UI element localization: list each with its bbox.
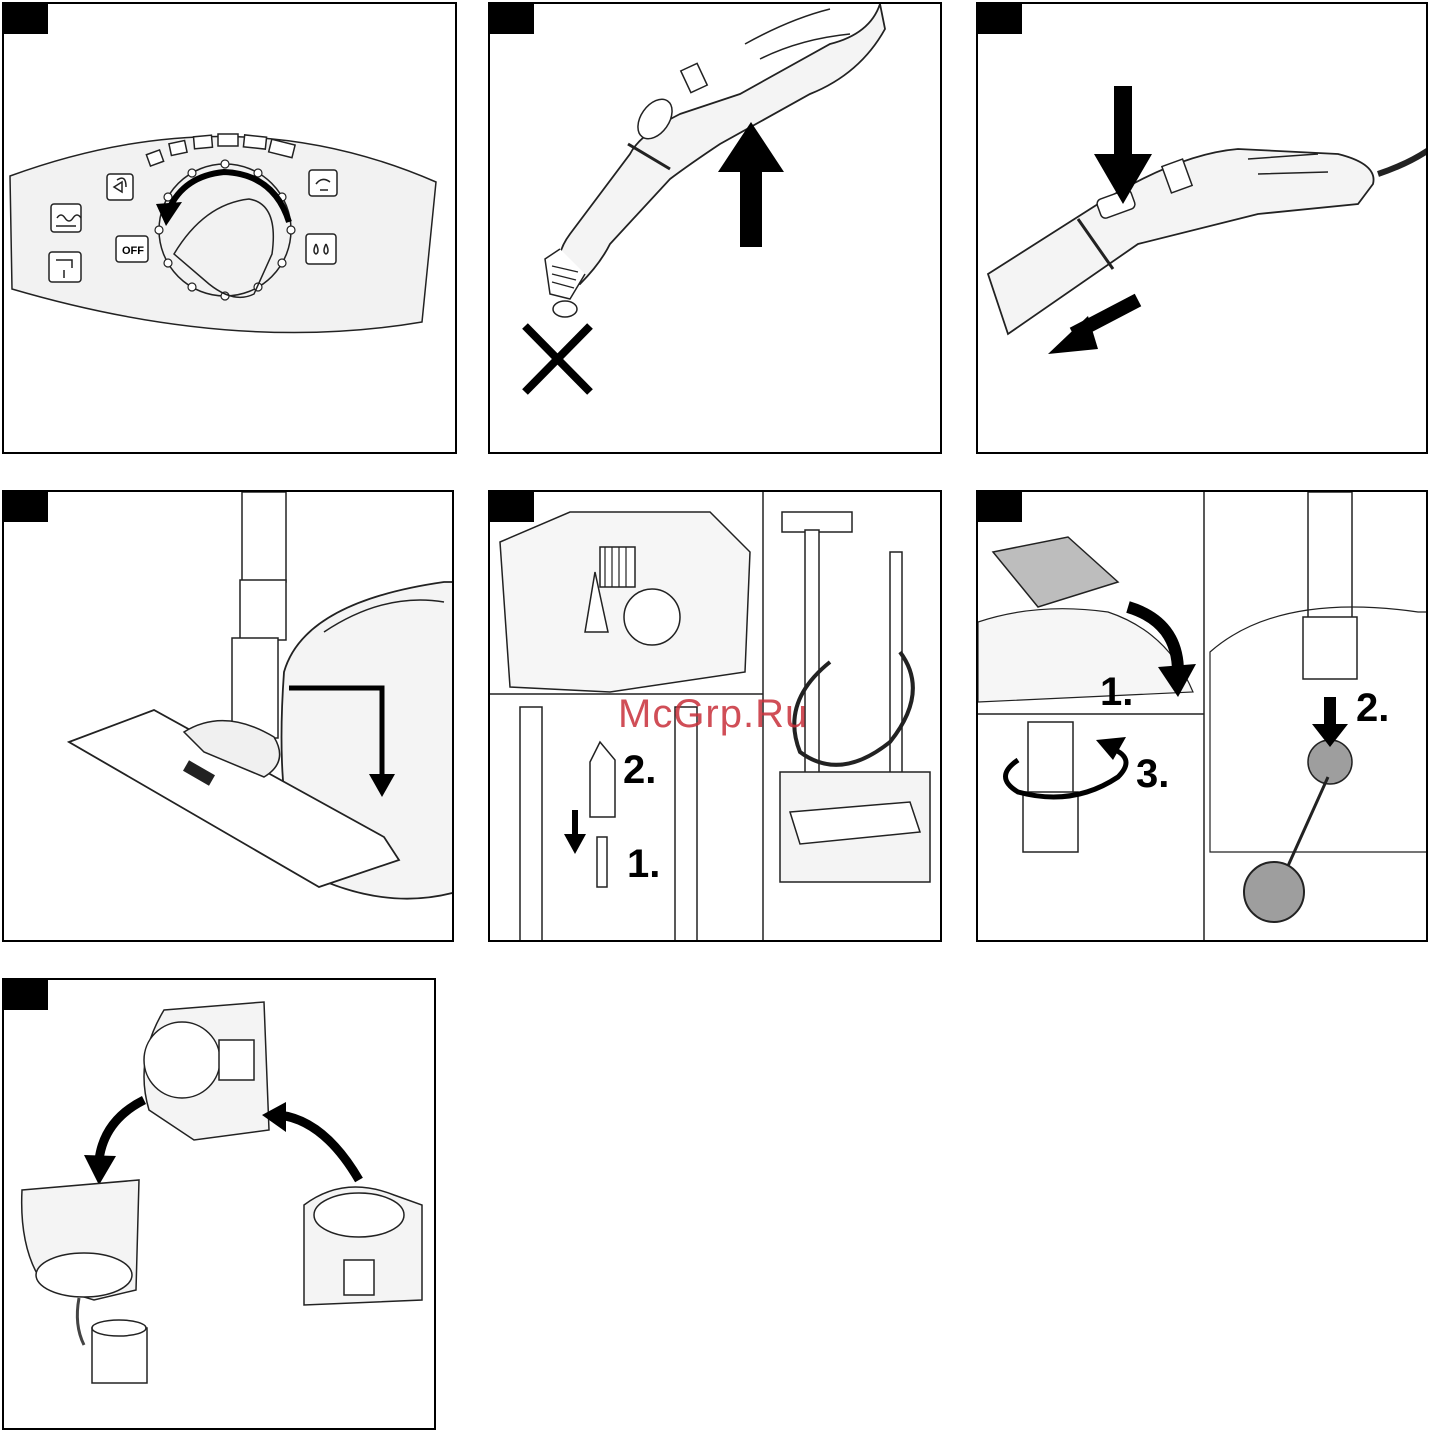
steam-in-icon [107,174,133,200]
step-label: 3. [1136,754,1169,794]
arrow-icon [564,810,586,854]
step-label: 1. [1100,672,1133,712]
drain-icon [49,252,81,282]
step-label: 1. [627,844,660,884]
steam-gun-illustration [490,4,942,454]
off-button-icon: OFF [116,236,148,262]
control-dial-illustration: OFF [4,4,457,454]
close-cross-icon [525,326,590,392]
arrow-icon [718,122,784,247]
steam-out-icon [309,170,337,196]
rotate-arrow-icon [84,1100,144,1185]
panel-2 [488,2,942,454]
water-drops-icon [306,234,336,264]
floor-nozzle-illustration [4,492,454,942]
panel-6: 1. 2. 3. [976,490,1428,942]
steam-gun-release-illustration [978,4,1428,454]
step-label: 2. [1356,688,1389,728]
arrow-icon [1048,300,1138,354]
panel-4 [2,490,454,942]
off-label: OFF [122,245,144,257]
panel-7 [2,978,436,1430]
step-label: 2. [623,750,656,790]
empty-tank-illustration [4,980,436,1430]
watermark: McGrp.Ru [618,692,808,737]
panel-1: OFF [2,2,457,454]
panel-3 [976,2,1428,454]
rotate-arrow-icon [262,1102,359,1180]
heat-icon [51,204,81,232]
arrow-icon [1312,697,1348,747]
